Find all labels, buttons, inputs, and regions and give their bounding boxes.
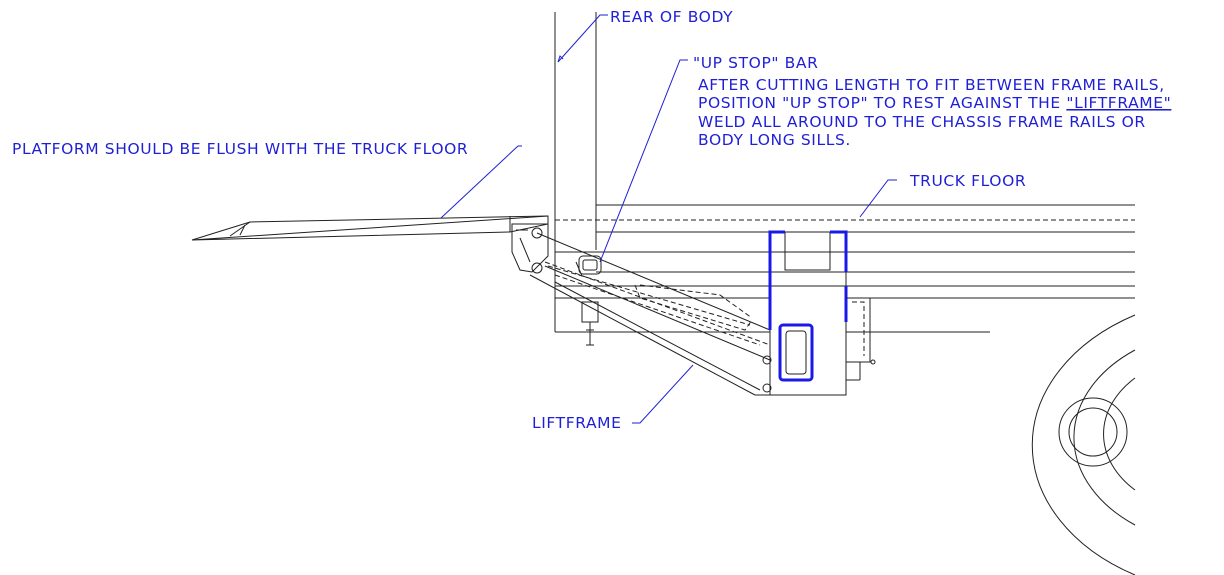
platform-hinge-bracket (511, 223, 549, 274)
up-stop-bar-label: "UP STOP" BAR (693, 54, 818, 72)
hydraulic-cylinder (581, 301, 599, 346)
up-stop-note-line-3: WELD ALL AROUND TO THE CHASSIS FRAME RAI… (698, 113, 1146, 131)
up-stop-note-line-2: POSITION "UP STOP" TO REST AGAINST THE "… (698, 94, 1171, 112)
truck-floor-label: TRUCK FLOOR (909, 172, 1026, 190)
liftframe-alternate-position (544, 261, 771, 346)
mounting-plate (768, 230, 848, 396)
up-stop-note-line-4: BODY LONG SILLS. (698, 131, 851, 149)
liftframe-arms (529, 232, 772, 396)
rear-mount-bracket (846, 297, 876, 381)
up-stop-note-line-1: AFTER CUTTING LENGTH TO FIT BETWEEN FRAM… (698, 76, 1165, 94)
leader-lines (440, 14, 897, 424)
liftframe-label: LIFTFRAME (532, 414, 622, 432)
rear-of-body-label: REAR OF BODY (610, 8, 733, 26)
liftgate-platform (191, 215, 549, 241)
up-stop-bar (575, 255, 602, 277)
liftframe-reference: "LIFTFRAME" (1066, 94, 1171, 112)
platform-flush-note: PLATFORM SHOULD BE FLUSH WITH THE TRUCK … (12, 140, 468, 158)
rear-wheel (1031, 314, 1136, 575)
